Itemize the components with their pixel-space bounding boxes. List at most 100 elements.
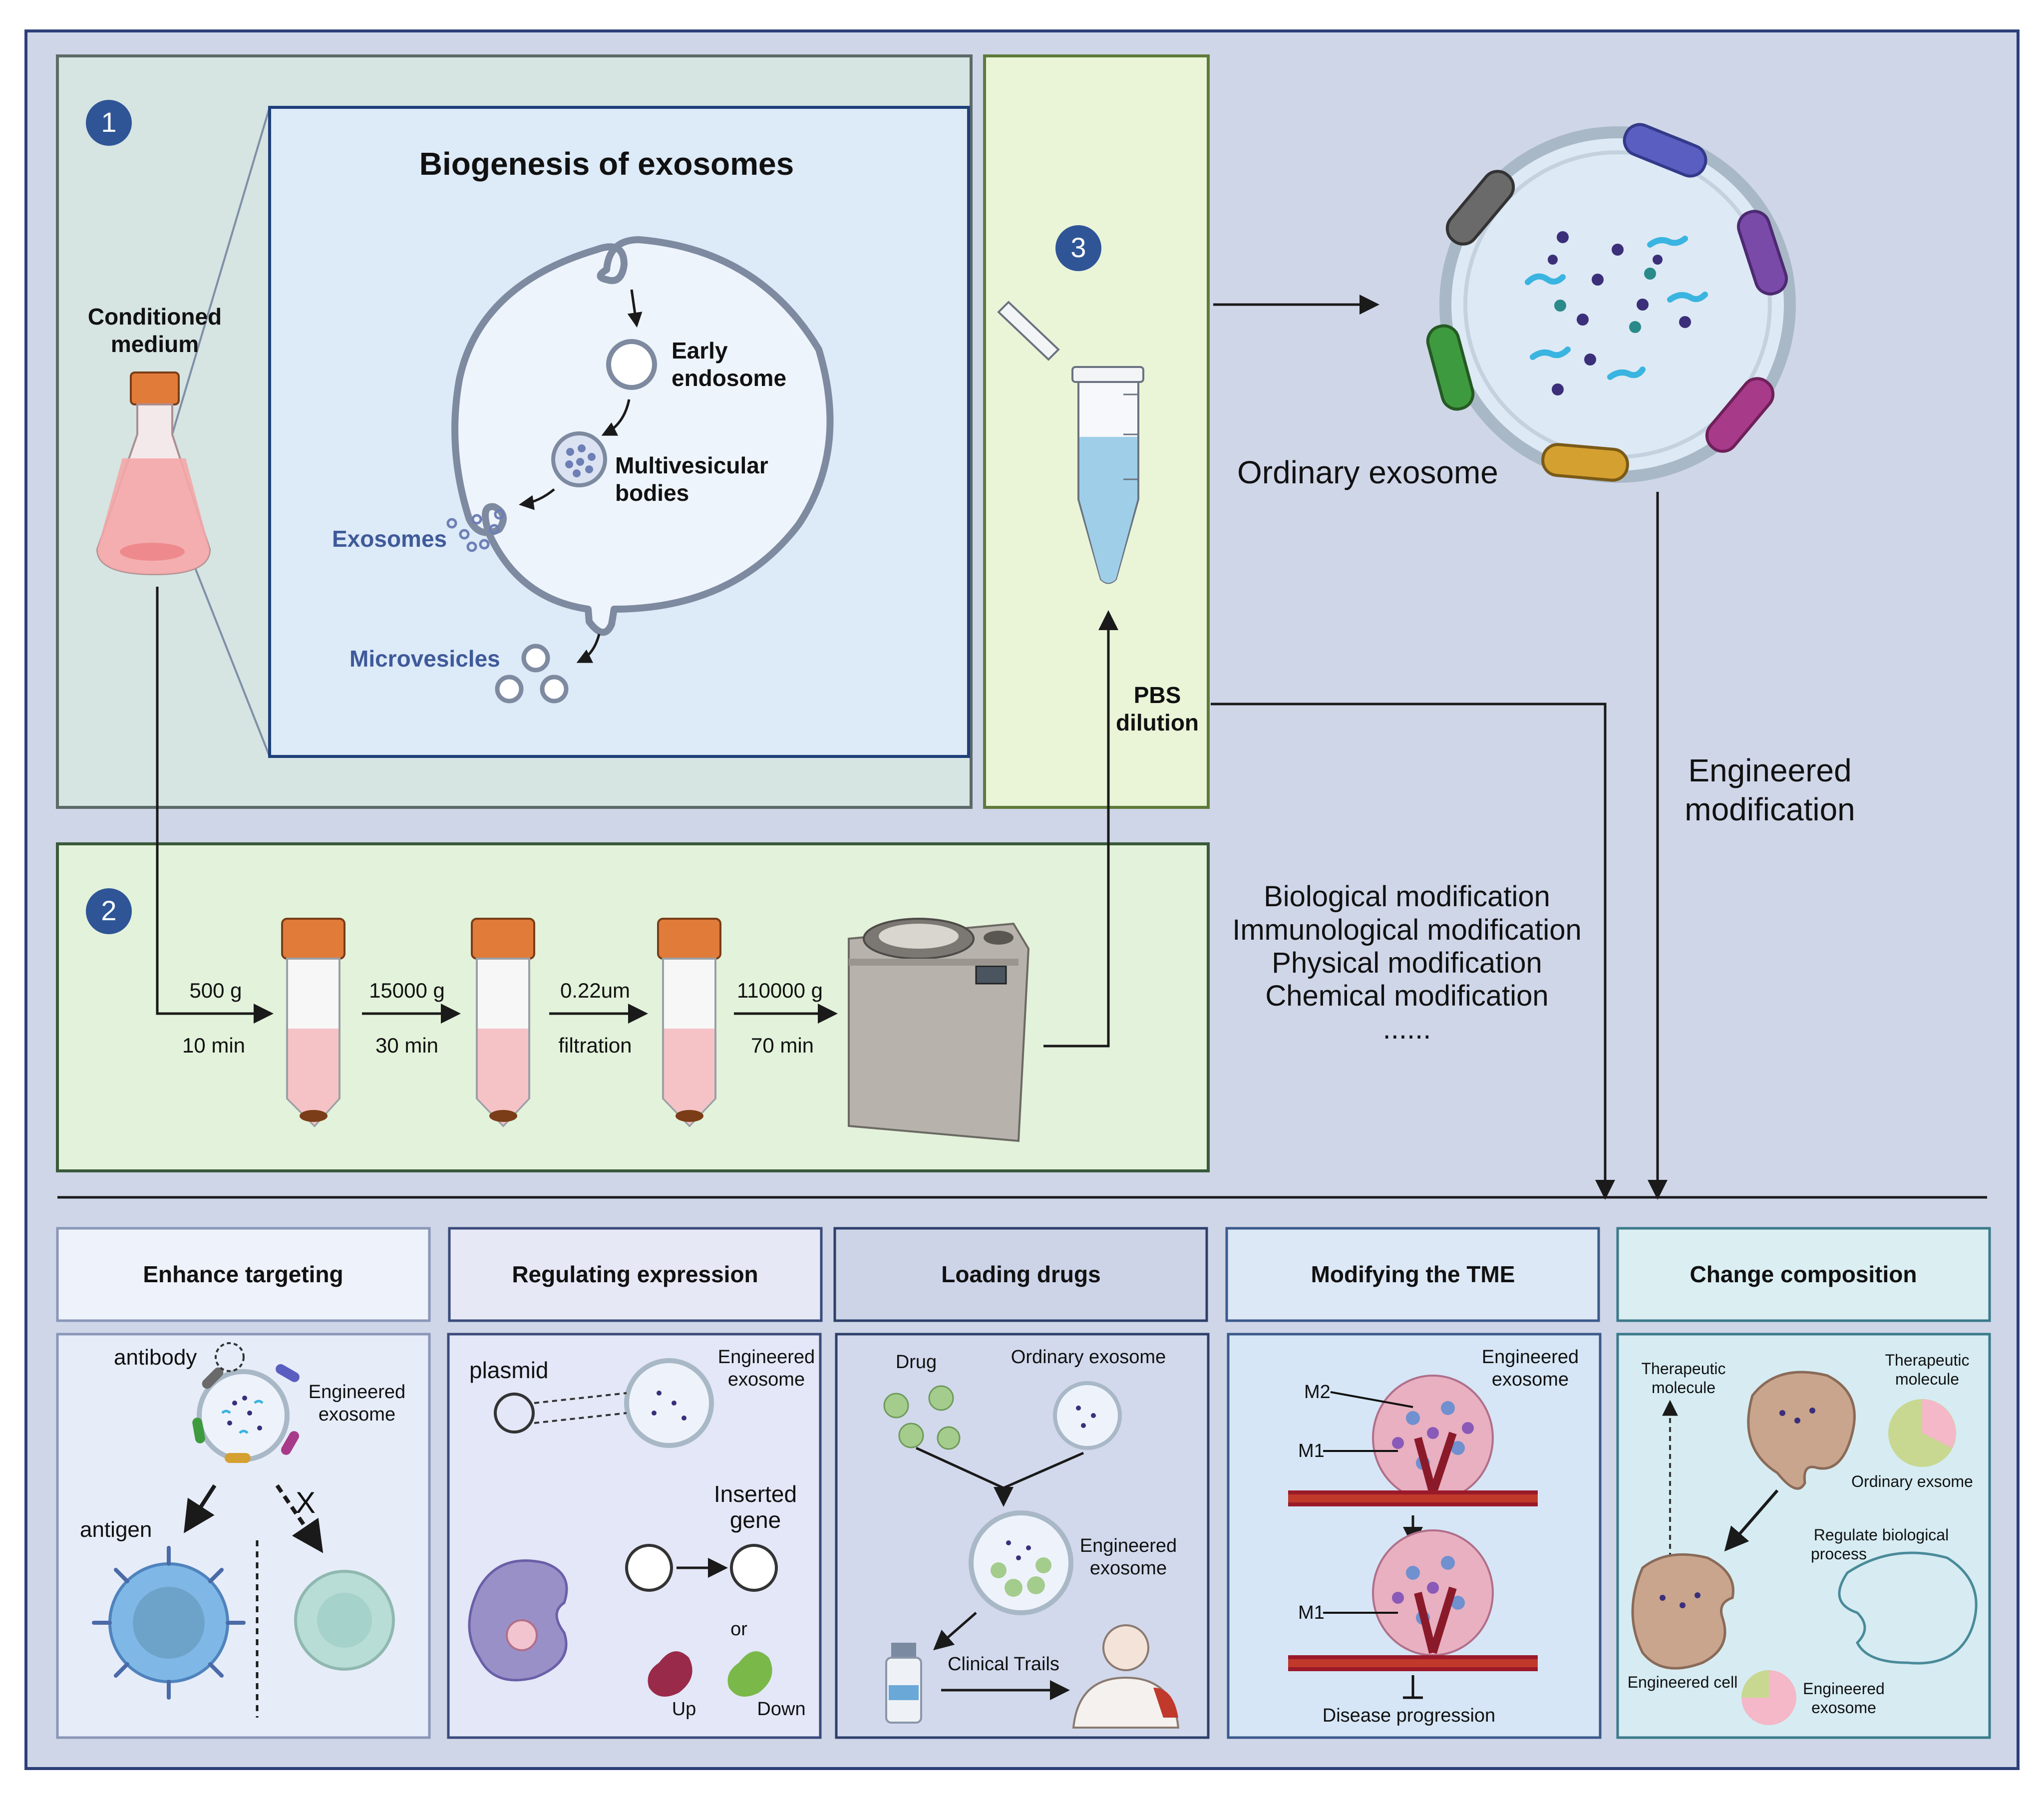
panel4-title: Modifying the TME bbox=[1311, 1261, 1515, 1287]
panel4-engineered-line2: exosome bbox=[1492, 1369, 1569, 1390]
panel5-ther1-line2: molecule bbox=[1652, 1379, 1715, 1397]
zoom-line-bottom bbox=[189, 554, 271, 757]
panel3-engineered-line2: exosome bbox=[1090, 1558, 1167, 1579]
step4-top: 110000 g bbox=[737, 979, 823, 1002]
early-endosome-line1: Early bbox=[672, 338, 728, 363]
panel1-engineered-line2: exosome bbox=[319, 1404, 395, 1425]
step2-top: 15000 g bbox=[369, 979, 445, 1002]
early-endosome-line2: endosome bbox=[672, 365, 786, 391]
panel2-or: or bbox=[730, 1619, 747, 1640]
panel4-m2-pointer bbox=[1330, 1391, 1413, 1408]
mvb-line2: bodies bbox=[615, 480, 689, 506]
panel5-engineered-exo-line2: exosome bbox=[1811, 1699, 1876, 1717]
ultracentrifuge-icon bbox=[848, 918, 1030, 1142]
step2-bottom: 30 min bbox=[375, 1034, 438, 1057]
svg-text:2: 2 bbox=[101, 895, 116, 926]
panel3-engineered-exosome-icon bbox=[969, 1510, 1073, 1615]
panel4-inhibit-symbol bbox=[1403, 1675, 1423, 1699]
panel2-dash-2 bbox=[534, 1412, 627, 1424]
panel5-title: Change composition bbox=[1690, 1261, 1917, 1287]
panel5-ther2-line1: Therapeutic bbox=[1885, 1351, 1970, 1369]
section2-badge: 2 bbox=[86, 888, 132, 934]
panel4-disease: Disease progression bbox=[1323, 1705, 1495, 1726]
panel3-arrow-vial bbox=[933, 1612, 977, 1651]
step1-top: 500 g bbox=[189, 979, 242, 1002]
mvb-arrow bbox=[601, 399, 631, 436]
panel1-engineered-line1: Engineered bbox=[309, 1382, 405, 1403]
cell-outline bbox=[451, 236, 834, 636]
panel4-header bbox=[1225, 1227, 1600, 1322]
panel5-regulate-line1: Regulate biological bbox=[1814, 1526, 1949, 1544]
step4-bottom: 70 min bbox=[751, 1034, 814, 1057]
non-target-cell-icon bbox=[294, 1570, 395, 1671]
panel4-m1a: M1 bbox=[1298, 1440, 1325, 1461]
panel5-engineered-cell-icon bbox=[1631, 1553, 1734, 1670]
panel1-antigen: antigen bbox=[80, 1517, 152, 1542]
pbs-line2: dilution bbox=[1116, 710, 1199, 735]
release-arrow bbox=[519, 488, 555, 510]
ordinary-exosome-label: Ordinary exosome bbox=[1237, 454, 1498, 490]
ordinary-exosome-icon bbox=[1426, 123, 1796, 483]
panel5-pie-top-icon bbox=[1888, 1399, 1956, 1467]
step3-top: 0.22um bbox=[560, 979, 630, 1002]
target-cell-icon bbox=[92, 1546, 246, 1700]
panel2-inserted-line1: Inserted bbox=[714, 1481, 797, 1507]
panel5-target-cell-icon bbox=[1838, 1551, 1978, 1665]
panel4-m2: M2 bbox=[1304, 1382, 1331, 1403]
panel1-exosome-icon bbox=[192, 1342, 300, 1463]
endocytosis-arrow bbox=[627, 289, 643, 328]
modification-5: ...... bbox=[1383, 1013, 1431, 1045]
section2-box bbox=[56, 842, 1210, 1172]
flask-icon bbox=[96, 371, 211, 576]
step3-bottom: filtration bbox=[558, 1034, 632, 1057]
panel3-drug-icon bbox=[883, 1385, 961, 1450]
panel4-tumor-bottom-icon bbox=[1288, 1529, 1538, 1671]
panel3-vial-icon bbox=[885, 1643, 922, 1724]
panel4-m1b: M1 bbox=[1298, 1602, 1325, 1623]
exosomes-label: Exosomes bbox=[332, 526, 447, 552]
panel3-title: Loading drugs bbox=[941, 1261, 1100, 1287]
panel2-inserted-vector-icon bbox=[730, 1544, 778, 1592]
early-endosome-icon bbox=[606, 339, 657, 390]
multivesicular-body-icon bbox=[551, 431, 607, 487]
section3-badge: 3 bbox=[1055, 225, 1101, 271]
panel2-up-protein-icon bbox=[648, 1651, 692, 1697]
conditioned-medium-line2: medium bbox=[111, 331, 199, 357]
flow-centrifuge-to-tube bbox=[1043, 610, 1118, 1048]
released-exosomes-icon bbox=[446, 509, 505, 552]
centrifuge-tube-3 bbox=[657, 918, 721, 1127]
panel2-engineered-line2: exosome bbox=[728, 1369, 805, 1390]
microtube-icon bbox=[997, 301, 1144, 584]
panel5-source-cell-icon bbox=[1747, 1371, 1856, 1490]
step1-bottom: 10 min bbox=[182, 1034, 245, 1057]
panel3-engineered-line1: Engineered bbox=[1080, 1535, 1177, 1556]
panel3-merge-lines bbox=[915, 1446, 1084, 1503]
panel3-drug: Drug bbox=[896, 1352, 937, 1373]
flow-flask-to-centrifuge bbox=[156, 587, 274, 1024]
mvb-line1: Multivesicular bbox=[615, 452, 768, 478]
panel2-vector-icon bbox=[625, 1544, 673, 1592]
modification-2: Immunological modification bbox=[1232, 914, 1582, 946]
panel5-engineered-cell: Engineered cell bbox=[1628, 1673, 1738, 1691]
panel2-header bbox=[448, 1227, 823, 1322]
microvesicles-icon bbox=[495, 644, 569, 704]
panel2-plasmid: plasmid bbox=[469, 1357, 549, 1383]
panel2-down: Down bbox=[757, 1699, 805, 1720]
panel1-header bbox=[56, 1227, 431, 1322]
panel5-arrow-down bbox=[1724, 1489, 1779, 1552]
panel2-plasmid-icon bbox=[494, 1393, 535, 1434]
panel2-recipient-cell-icon bbox=[468, 1559, 568, 1682]
panel2-exosome-icon bbox=[624, 1358, 714, 1448]
panel3-patient-icon bbox=[1072, 1624, 1180, 1729]
panel3-ordinary-exosome-icon bbox=[1053, 1381, 1122, 1450]
svg-text:1: 1 bbox=[101, 106, 116, 138]
panel3-header bbox=[833, 1227, 1208, 1322]
panel4-tumor-top-icon bbox=[1288, 1375, 1538, 1506]
section1-badge: 1 bbox=[86, 100, 132, 146]
budding-arrow bbox=[576, 634, 601, 663]
panel5-pie-bottom-icon bbox=[1741, 1670, 1796, 1725]
panel5-ther2-line2: molecule bbox=[1895, 1370, 1959, 1388]
panel1-x-mark: X bbox=[296, 1486, 316, 1519]
